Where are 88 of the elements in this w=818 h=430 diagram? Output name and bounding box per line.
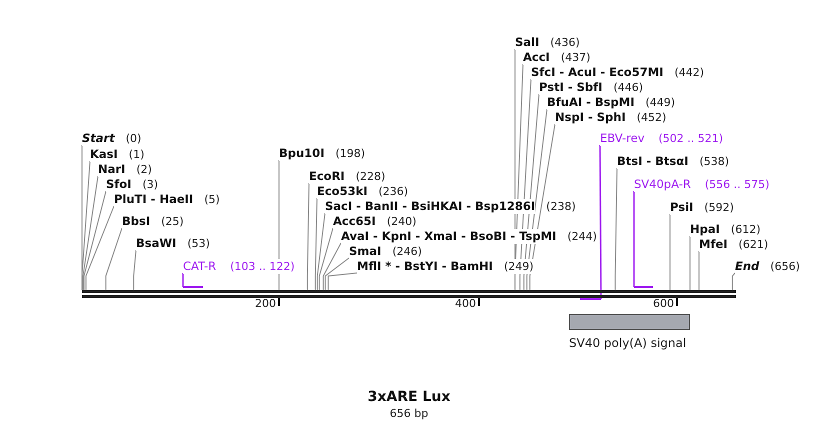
enzyme-name: PluTI - HaeII <box>114 192 194 207</box>
cut-position: (449) <box>645 95 676 110</box>
leader-line <box>182 273 184 287</box>
enzyme-name: AccI <box>523 50 550 65</box>
leader-line <box>278 160 280 290</box>
enzyme-name: SalI <box>515 35 540 50</box>
primer-name: SV40pA-R <box>634 177 691 192</box>
cut-position: (656) <box>770 259 800 274</box>
enzyme-name: MfeI <box>699 237 728 252</box>
leader-line <box>85 206 114 290</box>
cut-position: (244) <box>567 229 597 244</box>
leader-line <box>732 272 736 290</box>
map-title: 3xARE Lux <box>366 389 452 405</box>
cut-position: (25) <box>161 214 184 229</box>
sequence-backbone <box>82 290 736 298</box>
primer-range: (502 .. 521) <box>658 131 724 146</box>
leader-line <box>314 198 318 290</box>
enzyme-name: AvaI - KpnI - XmaI - BsoBI - TspMI <box>341 229 556 244</box>
enzyme-name: KasI <box>90 147 118 162</box>
enzyme-name: BfuAI - BspMI <box>547 95 634 110</box>
leader-line <box>316 212 326 290</box>
leader-line <box>306 182 310 290</box>
enzyme-name: Start <box>82 131 115 146</box>
cut-position: (249) <box>504 259 534 274</box>
cut-position: (612) <box>730 222 760 237</box>
cut-position: (238) <box>546 199 576 214</box>
enzyme-name: PsiI <box>670 200 694 215</box>
enzyme-name: NarI <box>98 162 126 177</box>
enzyme-name: Eco53kI <box>317 184 368 199</box>
feature-box <box>569 314 690 330</box>
sequence-length: 656 bp <box>388 407 430 420</box>
leader-line <box>105 228 122 290</box>
cut-position: (592) <box>704 200 734 215</box>
leader-line <box>599 145 602 299</box>
cut-position: (1) <box>128 147 144 162</box>
cut-position: (446) <box>613 80 644 95</box>
cut-position: (198) <box>335 146 366 161</box>
leader-line <box>324 258 350 290</box>
enzyme-name: SmaI <box>349 244 382 259</box>
leader-line <box>322 242 342 290</box>
primer-binding-mark <box>580 298 601 300</box>
leader-line <box>614 168 618 290</box>
cut-position: (228) <box>356 169 386 184</box>
enzyme-name: BsaWI <box>136 236 176 251</box>
enzyme-name: PstI - SbfI <box>539 80 602 95</box>
enzyme-name: BbsI <box>122 214 150 229</box>
enzyme-name: End <box>735 259 760 274</box>
leader-line <box>133 250 136 290</box>
cut-position: (240) <box>386 214 416 229</box>
leader-line <box>633 191 635 287</box>
primer-binding-mark <box>183 286 203 288</box>
enzyme-name: Acc65I <box>333 214 376 229</box>
cut-position: (452) <box>636 110 666 125</box>
enzyme-name: BtsI - BtsαI <box>617 154 688 169</box>
cut-position: (236) <box>378 184 408 199</box>
feature-label: SV40 poly(A) signal <box>569 336 686 350</box>
cut-position: (437) <box>560 50 590 65</box>
enzyme-name: SfcI - AcuI - Eco57MI <box>531 65 664 80</box>
scale-label: 200 <box>254 297 276 310</box>
scale-label: 600 <box>652 297 674 310</box>
leader-line <box>82 176 98 290</box>
leader-line <box>318 228 334 290</box>
cut-position: (5) <box>204 192 220 207</box>
primer-binding-mark <box>634 286 653 288</box>
enzyme-name: SfoI <box>106 177 132 192</box>
leader-line <box>328 272 358 290</box>
primer-range: (103 .. 122) <box>230 259 295 274</box>
cut-position: (621) <box>738 237 768 252</box>
enzyme-name: SacI - BanII - BsiHKAI - Bsp1286I <box>325 199 536 214</box>
enzyme-name: MflI * - BstYI - BamHI <box>357 259 493 274</box>
cut-position: (3) <box>142 177 158 192</box>
cut-position: (538) <box>699 154 730 169</box>
leader-line <box>83 190 106 290</box>
primer-name: EBV-rev <box>600 131 645 146</box>
cut-position: (246) <box>392 244 422 259</box>
enzyme-name: NspI - SphI <box>555 110 626 125</box>
scale-label: 400 <box>454 297 476 310</box>
cut-position: (442) <box>674 65 704 80</box>
cut-position: (2) <box>136 162 152 177</box>
primer-range: (556 .. 575) <box>704 177 770 192</box>
cut-position: (53) <box>187 236 210 251</box>
leader-line <box>698 250 700 290</box>
enzyme-name: Bpu10I <box>279 146 324 161</box>
primer-name: CAT-R <box>183 259 216 274</box>
cut-position: (0) <box>126 131 142 146</box>
cut-position: (436) <box>550 35 580 50</box>
enzyme-name: EcoRI <box>309 169 345 184</box>
enzyme-name: HpaI <box>690 222 720 237</box>
